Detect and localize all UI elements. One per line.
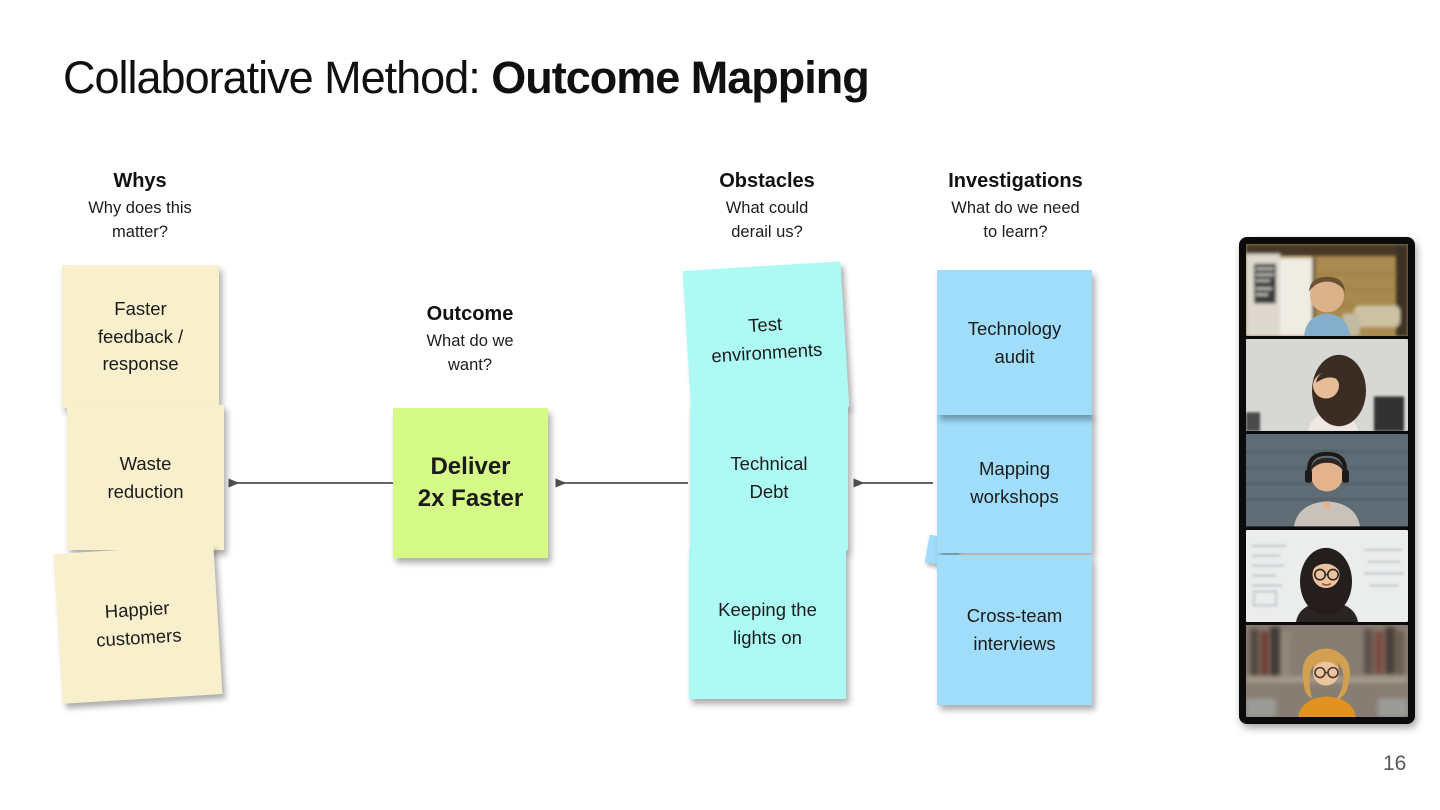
page-title-bold: Outcome Mapping [491, 52, 869, 103]
outcome-note: Deliver 2x Faster [393, 408, 548, 558]
note-faster-feedback: Faster feedback / response [62, 265, 219, 408]
column-title: Obstacles [719, 170, 815, 192]
video-tile-1[interactable] [1246, 244, 1408, 337]
column-title: Investigations [948, 170, 1083, 192]
note-cross-team-interviews: Cross-team interviews [937, 555, 1092, 705]
column-subtitle: What do we want? [426, 332, 514, 374]
video-tile-5[interactable] [1246, 624, 1408, 718]
note-test-environments: Test environments [682, 261, 850, 417]
column-header-whys: Whys Why does this matter? [55, 170, 225, 245]
column-header-obstacles: Obstacles What could derail us? [682, 170, 852, 245]
video-tile-4[interactable] [1246, 529, 1408, 622]
column-subtitle: What do we need to learn? [951, 199, 1080, 241]
woman-glasses-whiteboard-icon [1246, 529, 1408, 622]
column-title: Whys [113, 170, 167, 192]
video-tile-3[interactable] [1246, 434, 1408, 527]
woman-blonde-glasses-orange-top-icon [1246, 624, 1408, 718]
technical-debt-note: Technical Debt [690, 405, 848, 550]
page-title: Collaborative Method: Outcome Mapping [63, 52, 870, 104]
waste-reduction-note: Waste reduction [67, 405, 224, 550]
man-in-wood-office-icon [1246, 244, 1408, 337]
column-subtitle: What could derail us? [725, 199, 809, 241]
note-technology-audit: Technology audit [937, 270, 1092, 415]
column-header-outcome: Outcome What do we want? [390, 303, 550, 378]
column-header-investigations: Investigations What do we need to learn? [928, 170, 1103, 245]
note-keeping-lights-on: Keeping the lights on [689, 549, 846, 699]
column-title: Outcome [426, 303, 514, 325]
woman-long-dark-hair-icon [1246, 339, 1408, 432]
video-tile-2[interactable] [1246, 339, 1408, 432]
column-subtitle: Why does this matter? [88, 199, 192, 241]
man-with-headphones-icon [1246, 434, 1408, 527]
video-call-strip [1239, 237, 1415, 724]
mapping-workshops-note: Mapping workshops [937, 412, 1092, 553]
page-title-regular: Collaborative Method: [63, 52, 492, 103]
page-number: 16 [1383, 752, 1407, 775]
note-happier-customers: Happier customers [53, 544, 223, 704]
